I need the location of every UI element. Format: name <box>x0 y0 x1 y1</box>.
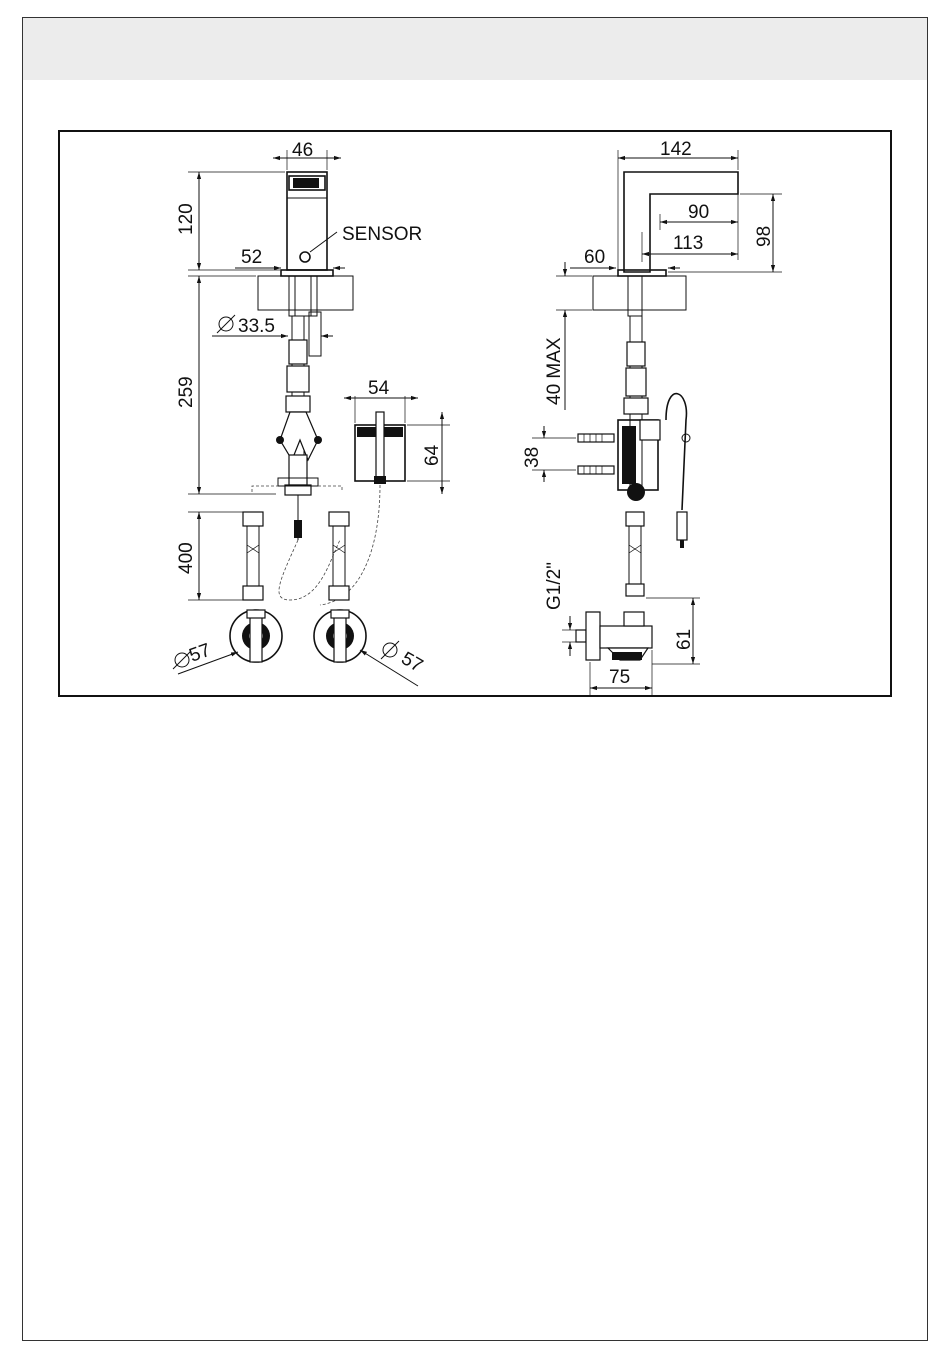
flex-hose-left <box>243 512 263 600</box>
angle-valve-left <box>230 610 282 662</box>
dim-98: 98 <box>754 226 775 247</box>
dim-38: 38 <box>522 447 543 468</box>
control-box <box>355 412 405 484</box>
dim-400: 400 <box>176 542 197 574</box>
dim-90: 90 <box>688 202 709 223</box>
thread-label: G1/2" <box>544 562 565 610</box>
dim-40-max: 40 MAX <box>544 337 565 405</box>
side-view <box>576 172 738 660</box>
side-dimensions: 142 90 113 98 60 40 MAX 38 <box>522 139 782 696</box>
dim-52: 52 <box>241 247 262 268</box>
angle-valve-side <box>576 612 652 660</box>
dim-142: 142 <box>660 139 692 160</box>
mounting-bolts <box>578 434 614 474</box>
dim-259: 259 <box>176 376 197 408</box>
dim-75: 75 <box>609 667 630 688</box>
dim-61: 61 <box>674 629 695 650</box>
flex-hose-right <box>329 512 349 600</box>
sensor-circle <box>300 252 310 262</box>
angle-valve-right <box>314 610 366 662</box>
countertop-section-right <box>593 276 686 310</box>
dim-60: 60 <box>584 247 605 268</box>
dim-46: 46 <box>292 140 313 161</box>
dia-57-right: 57 <box>398 648 427 677</box>
dim-120: 120 <box>176 203 197 235</box>
front-dimensions: 46 120 52 SENSOR 259 33.5 54 64 <box>173 140 450 686</box>
dim-54: 54 <box>368 378 390 399</box>
dia-33-5: 33.5 <box>238 316 275 337</box>
front-view <box>230 172 405 662</box>
dim-113: 113 <box>673 233 703 254</box>
countertop-section-left <box>258 276 353 310</box>
dim-64: 64 <box>422 444 443 466</box>
sensor-label: SENSOR <box>342 224 422 245</box>
